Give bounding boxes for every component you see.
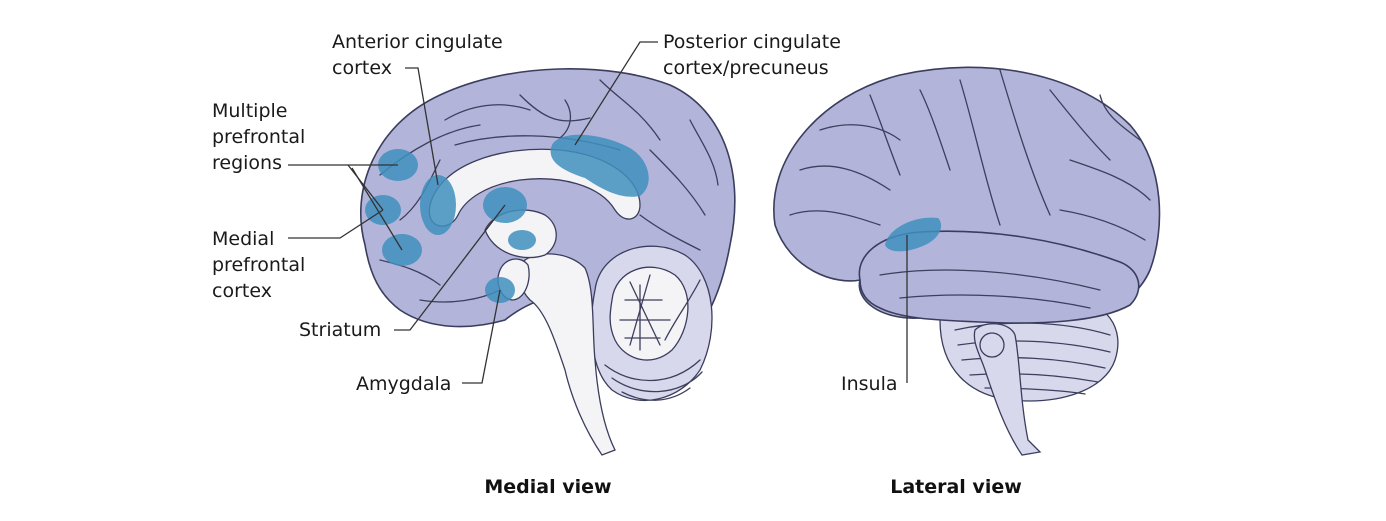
pons-round xyxy=(979,332,1005,358)
highlight-anterior-cingulate xyxy=(420,175,456,235)
highlight-insula xyxy=(885,217,942,252)
label-medial-prefrontal-2: prefrontal xyxy=(212,254,305,276)
label-posterior-cingulate-1: Posterior cingulate xyxy=(663,31,841,53)
label-medial-prefrontal-1: Medial xyxy=(212,228,274,250)
label-insula: Insula xyxy=(841,373,898,395)
arbor-vitae xyxy=(609,266,689,361)
caption-lateral-view: Lateral view xyxy=(890,476,1022,498)
medial-leader-lines xyxy=(288,41,658,384)
label-medial-prefrontal-3: cortex xyxy=(212,280,272,302)
label-posterior-cingulate-2: cortex/precuneus xyxy=(663,57,829,79)
label-striatum: Striatum xyxy=(299,319,381,341)
label-amygdala: Amygdala xyxy=(356,373,451,395)
lateral-labels: Insula Lateral view xyxy=(841,373,1022,498)
label-multiple-prefrontal-2: prefrontal xyxy=(212,126,305,148)
caption-medial-view: Medial view xyxy=(484,476,611,498)
label-anterior-cingulate-2: cortex xyxy=(332,57,392,79)
label-multiple-prefrontal-1: Multiple xyxy=(212,100,287,122)
brainstem xyxy=(518,253,616,456)
medial-labels: Anterior cingulate cortex Posterior cing… xyxy=(212,31,841,498)
label-anterior-cingulate-1: Anterior cingulate xyxy=(332,31,503,53)
cerebellum-folia xyxy=(604,359,703,401)
highlight-posterior-cingulate xyxy=(550,134,649,197)
arbor-vitae-folds xyxy=(619,274,671,351)
label-multiple-prefrontal-3: regions xyxy=(212,152,282,174)
medial-brain xyxy=(360,68,736,456)
lateral-sulci xyxy=(789,69,1151,309)
highlight-striatum-lower xyxy=(508,230,536,250)
lateral-brain xyxy=(773,66,1161,456)
